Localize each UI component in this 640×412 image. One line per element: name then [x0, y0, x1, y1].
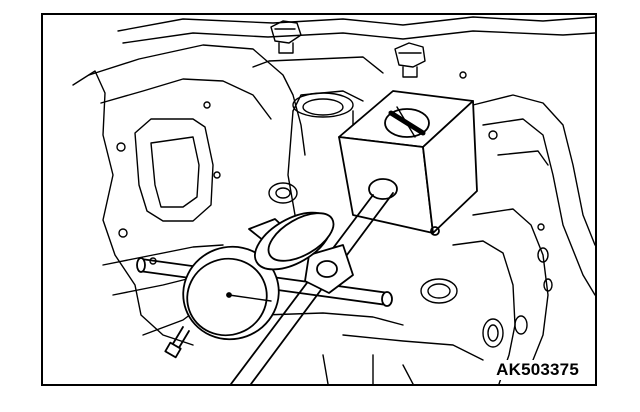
rod-clamp [304, 244, 354, 294]
figure-id-label: AK503375 [494, 360, 581, 380]
figure-frame: AK503375 [41, 13, 597, 386]
technical-illustration [72, 16, 595, 384]
dial-indicator [164, 236, 288, 359]
indicator-arm [248, 211, 335, 271]
mounting-bolt-left [270, 20, 302, 54]
mounting-bolt-right [394, 42, 426, 78]
engine-block-casting [72, 16, 595, 384]
